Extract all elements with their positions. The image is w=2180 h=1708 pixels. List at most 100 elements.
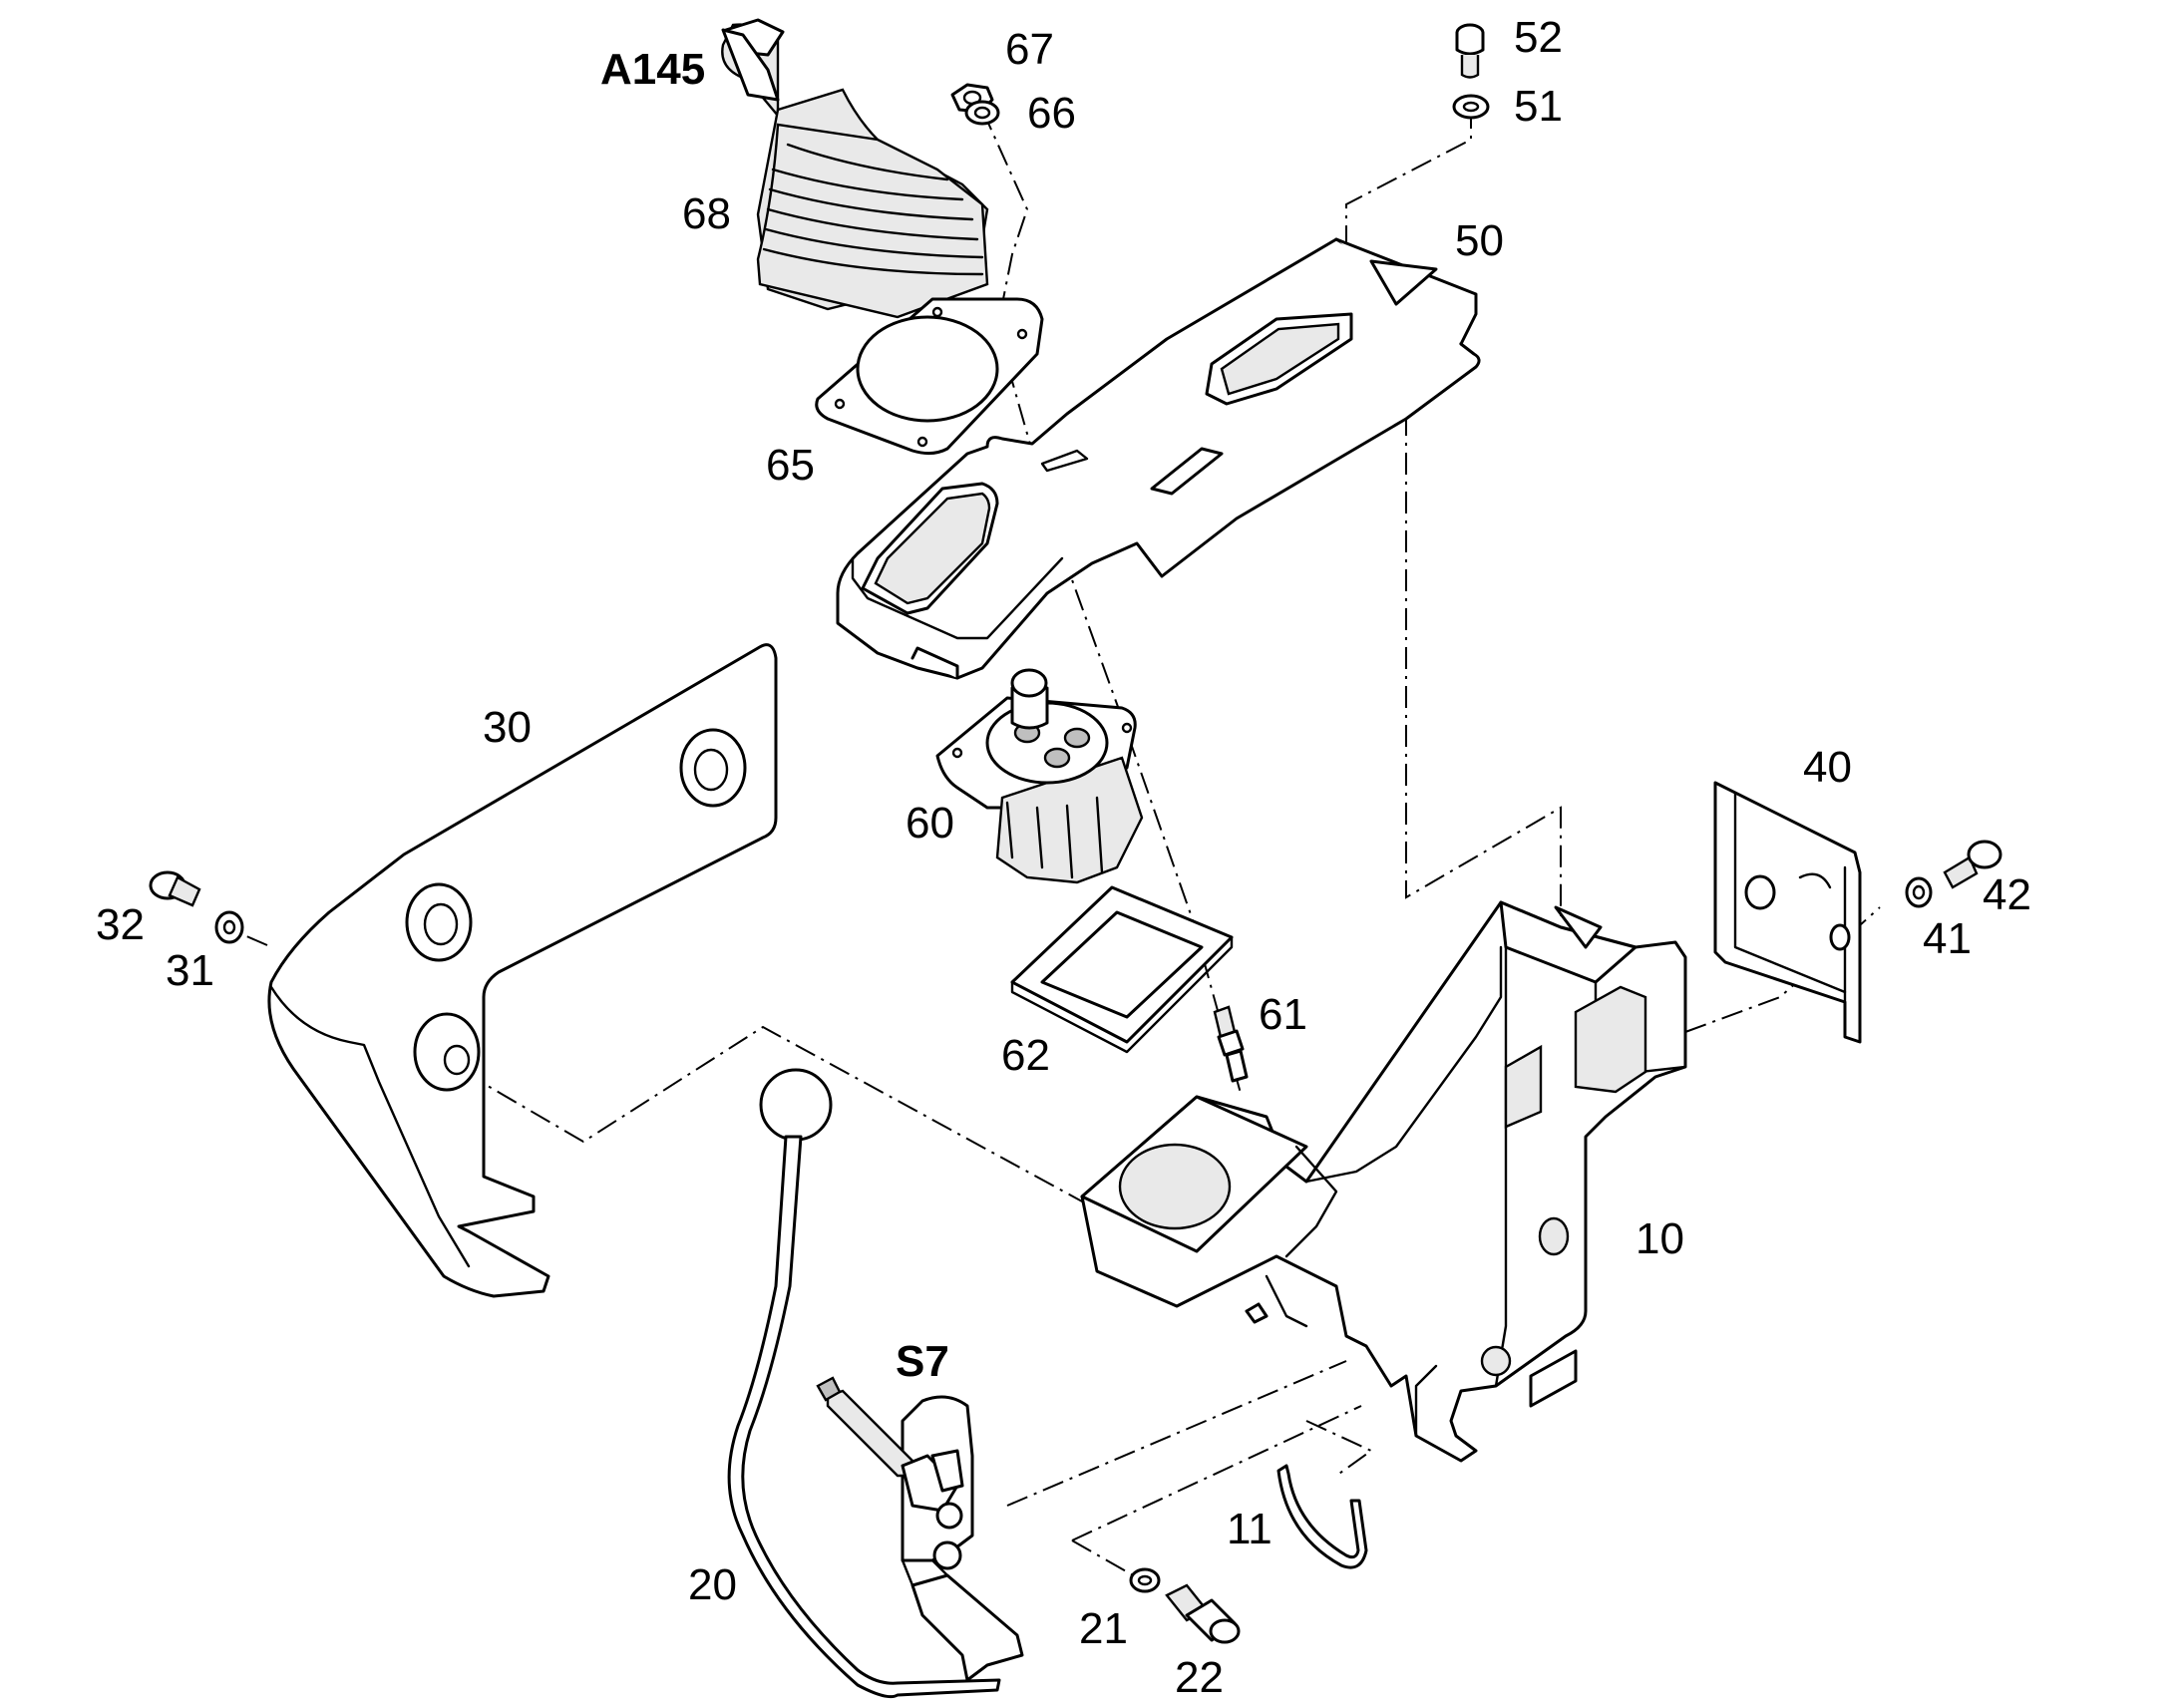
lever-knob <box>759 1068 833 1142</box>
valve-port-3 <box>1043 747 1071 769</box>
grommet-upper <box>679 728 747 808</box>
frame-top-notch <box>1554 905 1603 949</box>
washer-part-31 <box>214 910 244 944</box>
leader-66-to-65 <box>981 109 1029 330</box>
side-plate-part-40 <box>1713 781 1862 1044</box>
label-61: 61 <box>1259 990 1307 1039</box>
console-joystick-recess-inner <box>874 492 991 605</box>
label-62: 62 <box>1001 1031 1050 1080</box>
label-32: 32 <box>96 900 145 949</box>
leader-51-to-50 <box>1345 107 1472 269</box>
screw-42-shank <box>1943 855 1979 889</box>
fitting-lower <box>1225 1049 1249 1083</box>
side-cover-part-30 <box>267 643 778 1298</box>
frame-diagonal-arm <box>1304 945 1503 1184</box>
washer-51-hole <box>1462 101 1480 113</box>
console-small-slot <box>1040 449 1089 473</box>
label-67: 67 <box>1005 25 1054 74</box>
frame-top-face <box>1499 900 1637 984</box>
frame-lower-hole <box>1480 1345 1512 1377</box>
seal-frame-part-62 <box>1010 885 1234 1054</box>
valve-hole-2 <box>1121 722 1133 734</box>
frame-side-window <box>1574 985 1647 1094</box>
valve-shaft <box>1010 686 1049 730</box>
leader-s7-to-10 <box>1006 1360 1347 1507</box>
washer-part-21 <box>1129 1567 1161 1593</box>
switch-rod-tip <box>816 1376 842 1402</box>
washer-41-hole <box>1912 884 1926 900</box>
valve-hole-1 <box>951 747 963 759</box>
grommet-middle <box>405 882 473 962</box>
lever-part-20 <box>727 1068 1001 1699</box>
washer-part-66 <box>964 100 1000 126</box>
joystick-neck <box>721 28 780 102</box>
screw-32-shank <box>168 875 201 907</box>
washer-31 <box>214 910 244 944</box>
frame-foot <box>1414 1364 1438 1438</box>
side-cover-edge <box>269 985 471 1268</box>
console-slot <box>1150 447 1224 496</box>
label-30: 30 <box>483 703 532 752</box>
console-notch <box>910 646 959 680</box>
screw-part-22 <box>1165 1583 1241 1644</box>
washer-part-41 <box>1905 876 1933 908</box>
label-s7: S7 <box>896 1337 949 1386</box>
screw-42-head <box>1967 840 2002 869</box>
side-cover-body <box>267 643 778 1298</box>
frame-lower-bracket <box>1265 1274 1308 1328</box>
side-plate-body <box>1713 781 1862 1044</box>
grommet-upper-hole <box>693 748 729 792</box>
screw-52-head <box>1455 31 1485 56</box>
label-10: 10 <box>1635 1214 1684 1263</box>
washer-66-hole <box>973 106 991 120</box>
frame-mount-hole <box>1118 1143 1232 1230</box>
frame-nut <box>1245 1302 1269 1324</box>
label-42: 42 <box>1983 870 2031 919</box>
gasket-hole-3 <box>1016 328 1028 340</box>
console-triangle-opening <box>1369 259 1438 306</box>
screw-22-head-face <box>1209 1618 1241 1644</box>
switch-bracket-s7 <box>816 1376 1024 1682</box>
washer-21 <box>1129 1567 1161 1593</box>
label-65: 65 <box>766 441 815 490</box>
leader-11 <box>1305 1420 1373 1477</box>
joystick-valve-part-60 <box>935 668 1144 884</box>
side-plate-cutout <box>1798 872 1832 889</box>
switch-lever <box>901 1454 959 1513</box>
frame-round-hole <box>1538 1216 1570 1256</box>
switch-foot <box>910 1573 1024 1682</box>
switch-pivot <box>932 1540 962 1570</box>
switch-lever-pin <box>935 1502 963 1530</box>
label-a145: A145 <box>600 45 705 94</box>
label-52: 52 <box>1514 13 1563 62</box>
label-66: 66 <box>1027 89 1076 138</box>
label-20: 20 <box>688 1560 737 1609</box>
side-plate-hole-1 <box>1744 874 1776 910</box>
switch-foot-edges <box>901 1558 949 1587</box>
label-60: 60 <box>906 799 954 848</box>
seal-frame-inner <box>1040 910 1204 1019</box>
leader-31 <box>236 931 268 946</box>
valve-body-lower <box>995 756 1144 884</box>
leader-21 <box>1071 1539 1143 1581</box>
grommet-lower-hole <box>443 1044 471 1076</box>
label-11: 11 <box>1227 1505 1272 1553</box>
frame-label-plate <box>1529 1349 1578 1408</box>
lever-rod <box>727 1135 1001 1699</box>
clip-spring <box>1276 1464 1368 1569</box>
leader-50-to-10 <box>1405 414 1562 922</box>
valve-body-ribs <box>1005 796 1104 879</box>
gasket-hole-1 <box>834 398 846 410</box>
washer-66 <box>964 100 1000 126</box>
side-plate-hole-2 <box>1829 923 1851 951</box>
console-part-50 <box>836 237 1481 680</box>
label-31: 31 <box>166 946 214 995</box>
frame-gusset <box>1284 1145 1338 1258</box>
screw-part-42 <box>1943 840 2002 889</box>
fitting-hex <box>1217 1029 1245 1057</box>
side-plate-flange <box>1733 791 1847 994</box>
joystick-boot-part-68 <box>721 18 989 319</box>
switch-block <box>930 1449 964 1493</box>
